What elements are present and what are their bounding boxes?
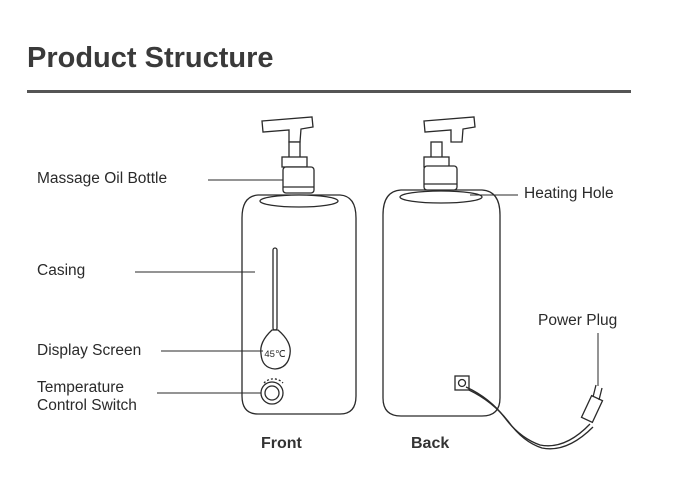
front-pump-collar: [281, 156, 308, 168]
back-pump-head: [423, 116, 476, 143]
power-cord: [465, 386, 594, 450]
title-divider: [27, 90, 631, 93]
front-pump-head: [261, 116, 314, 143]
label-display-screen: Display Screen: [37, 342, 142, 359]
front-bottle-cap: [282, 166, 315, 194]
front-thermo-tube: [272, 247, 278, 331]
heating-hole: [399, 190, 483, 204]
label-temperature-line1: Temperature: [37, 379, 125, 396]
back-casing: [382, 189, 501, 417]
back-unit: [382, 116, 501, 417]
view-label-front: Front: [261, 435, 302, 452]
page-title: Product Structure: [27, 42, 274, 74]
label-power-plug: Power Plug: [538, 312, 618, 329]
leader-lines: [135, 179, 599, 394]
view-label-back: Back: [411, 435, 450, 452]
back-pump-neck: [430, 141, 443, 159]
front-unit: [241, 116, 357, 415]
label-temperature-line2: Control Switch: [37, 397, 137, 414]
display-value: 45℃: [264, 349, 286, 360]
front-casing-rim: [259, 194, 339, 208]
power-plug: [580, 384, 604, 424]
front-pump-neck: [288, 141, 301, 159]
label-massage-oil-bottle: Massage Oil Bottle: [37, 170, 168, 187]
display-screen: [260, 329, 291, 370]
label-casing: Casing: [37, 262, 86, 279]
label-heating-hole: Heating Hole: [524, 185, 614, 202]
back-bottle-cap: [423, 165, 458, 191]
front-casing: [241, 194, 357, 415]
